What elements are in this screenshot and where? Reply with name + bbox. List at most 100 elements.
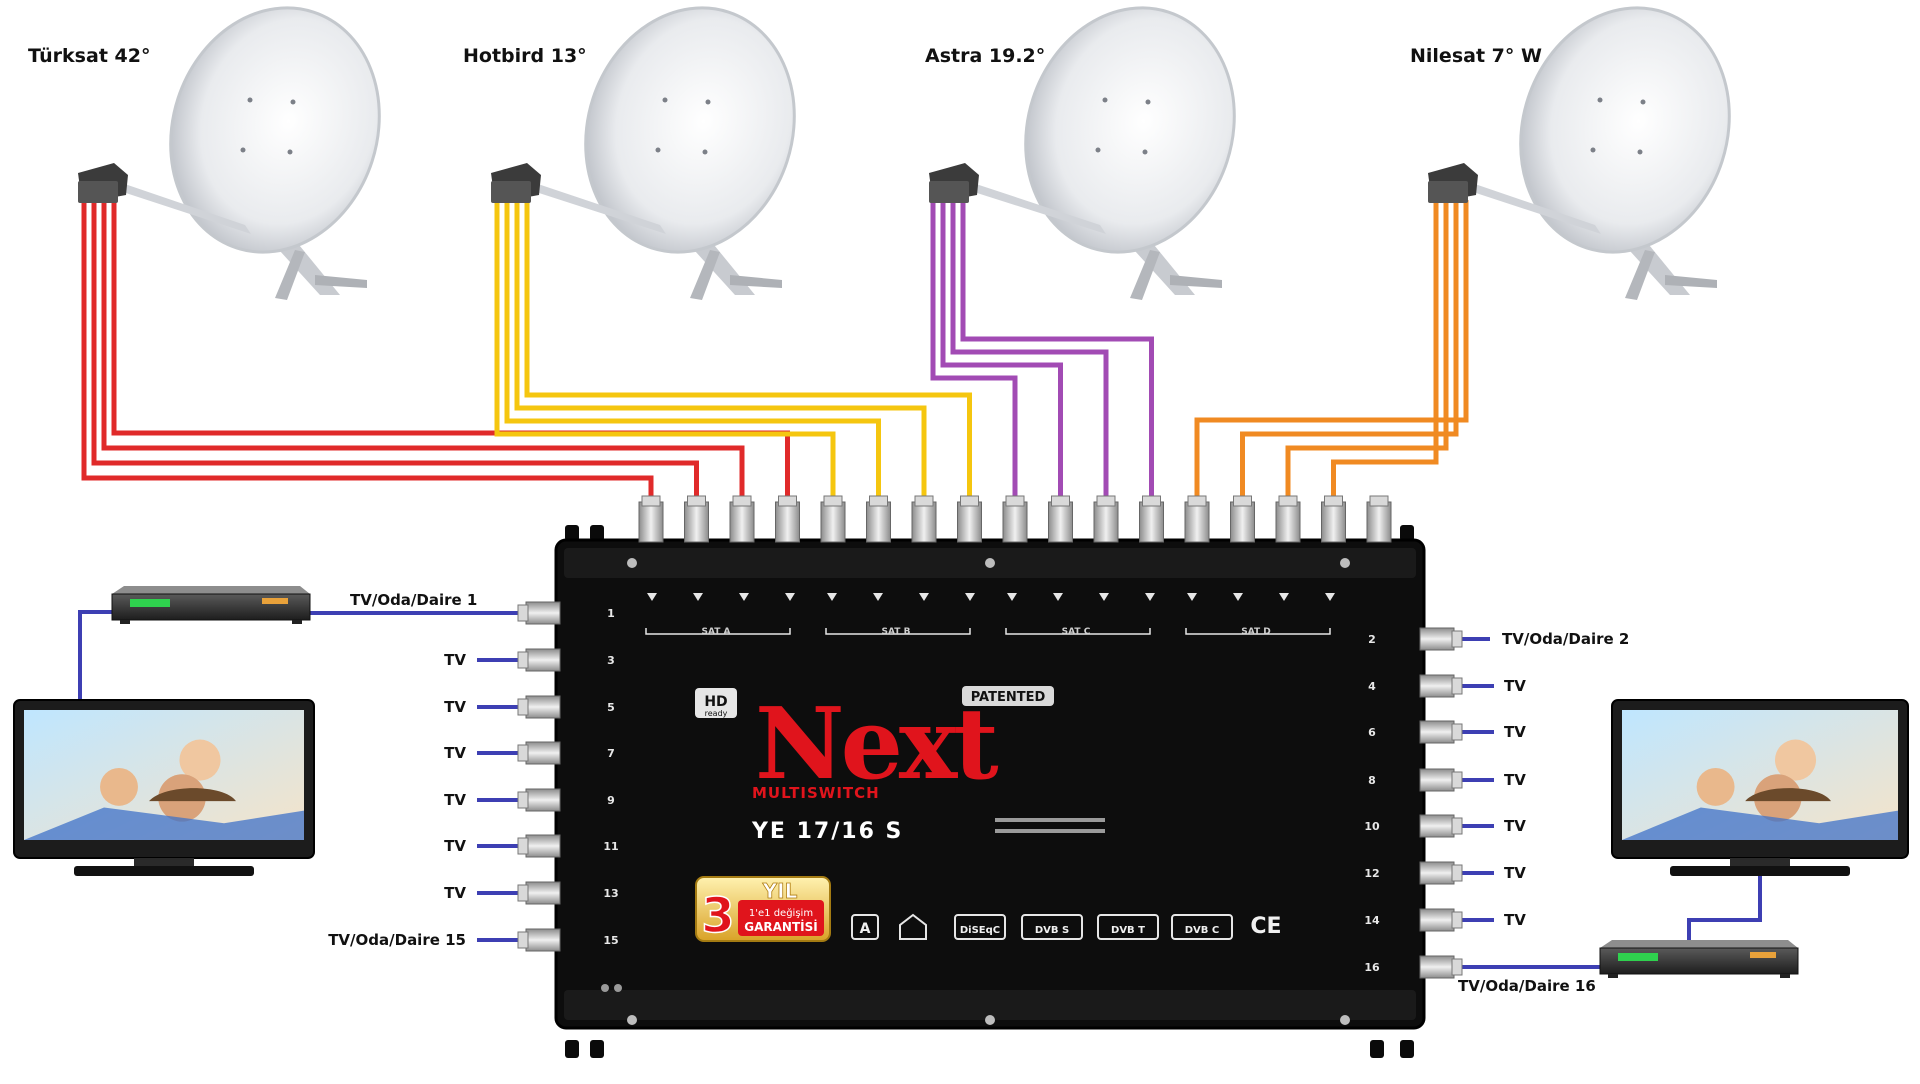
tv-stand (1670, 866, 1850, 876)
port-number: 2 (1368, 633, 1376, 646)
dish-stand (1665, 275, 1717, 288)
cert-logo-text: DVB T (1111, 925, 1145, 936)
warranty-line2: GARANTİSİ (744, 919, 817, 934)
output-port: 9 (517, 788, 615, 812)
port-body (1419, 861, 1455, 885)
arrow-mark (1187, 593, 1197, 601)
port-tip (1451, 630, 1463, 648)
cert-logo-text: DiSEqC (960, 925, 1000, 936)
input-port (1275, 495, 1301, 543)
output-port: 10 (1364, 814, 1463, 838)
arrow-mark (965, 593, 975, 601)
satellite-dishes (78, 6, 1731, 300)
model-number: YE 17/16 S (751, 819, 903, 844)
dish-rivet (1145, 99, 1151, 105)
input-port (775, 495, 800, 543)
dish-rivet (1590, 147, 1596, 153)
port-body (1419, 814, 1455, 838)
stb-led (1750, 952, 1776, 958)
spec-text-line (995, 829, 1105, 833)
port-number: 10 (1364, 820, 1380, 833)
port-body (1093, 501, 1119, 543)
port-tip (1142, 495, 1161, 507)
arrow-mark (919, 593, 929, 601)
input-cable (960, 200, 1154, 500)
output-label: TV (1504, 911, 1526, 929)
arrow-mark (1145, 593, 1155, 601)
box-screw (1340, 558, 1350, 568)
input-cable (1240, 200, 1459, 500)
dish-stand (315, 275, 367, 288)
port-body (1419, 674, 1455, 698)
input-cable (504, 200, 881, 500)
sat-block-label: SAT B (882, 627, 911, 637)
arrow-mark (693, 593, 703, 601)
dish-rivet (240, 147, 246, 153)
person-face (179, 739, 221, 781)
port-body (525, 601, 561, 625)
port-body (1048, 501, 1073, 543)
port-body (1230, 501, 1255, 543)
sat-block-marking: SAT A (645, 593, 795, 637)
input-cable (1285, 200, 1449, 500)
dish-rivet (1102, 97, 1108, 103)
box-foot (1370, 1040, 1384, 1058)
port-body (1419, 908, 1455, 932)
port-tip (1324, 495, 1343, 507)
patented-badge (962, 686, 1054, 706)
hd-badge-sub: ready (705, 709, 728, 718)
dish-stand (1170, 275, 1222, 288)
output-label: TV (444, 837, 466, 855)
person-hair (149, 788, 236, 802)
warranty-years: YIL (762, 879, 798, 903)
satellite-label: Türksat 42° (28, 45, 150, 67)
satellite-label: Nilesat 7° W (1410, 45, 1542, 67)
bracket-mark (825, 628, 971, 635)
dish-rivet (1637, 149, 1643, 155)
lnb-body (929, 181, 969, 203)
hd-badge-text: HD (704, 694, 727, 710)
port-body (525, 788, 561, 812)
person-face (1774, 739, 1817, 781)
stb-display (1618, 953, 1658, 961)
port-body (525, 928, 561, 952)
output-cable (1687, 876, 1762, 945)
cert-frame (851, 914, 879, 940)
satellite-dish (1428, 6, 1731, 300)
warranty-number: 3 (701, 888, 734, 944)
output-port: 6 (1368, 720, 1463, 744)
box-screw (627, 1015, 637, 1025)
arrow-mark (785, 593, 795, 601)
port-tip (732, 495, 752, 507)
port-tip (1233, 495, 1252, 507)
input-cable (1331, 200, 1439, 500)
port-number: 4 (1368, 680, 1376, 693)
output-port: 2 (1368, 627, 1463, 651)
port-body (525, 648, 561, 672)
lnb-body (1428, 181, 1468, 203)
tv-screen (1611, 699, 1909, 876)
output-label: TV (1504, 771, 1526, 789)
dish-rivet (290, 99, 296, 105)
port-tip (869, 495, 888, 507)
port-tip (641, 495, 661, 507)
brand-subtitle: MULTISWITCH (752, 784, 880, 802)
input-cable (101, 200, 745, 500)
lnb-body (78, 181, 118, 203)
box-screw (985, 558, 995, 568)
port-tip (1187, 495, 1207, 507)
arrow-mark (739, 593, 749, 601)
port-tip (1451, 723, 1463, 741)
dish-stand (690, 250, 720, 300)
port-number: 13 (603, 887, 618, 900)
port-body (1184, 501, 1210, 543)
output-port: 11 (517, 834, 619, 858)
input-cables (81, 200, 1469, 500)
input-port (911, 495, 937, 543)
warranty-line1: 1'e1 değişim (749, 907, 813, 919)
port-number: 14 (1364, 914, 1380, 927)
input-port (638, 495, 664, 543)
satellite-dish (491, 6, 796, 300)
box-foot (590, 1040, 604, 1058)
